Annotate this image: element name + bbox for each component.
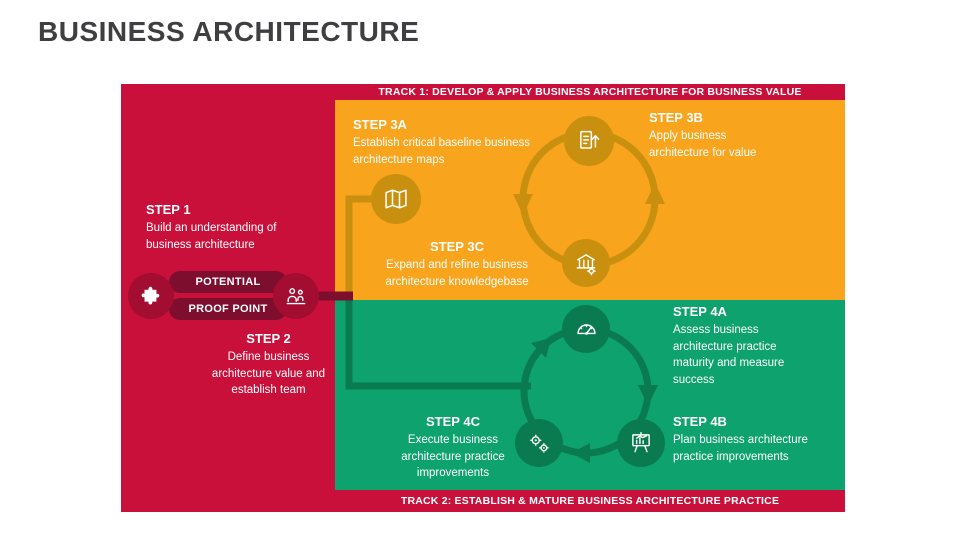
- step4b-label: STEP 4B: [673, 414, 727, 429]
- step3b-label: STEP 3B: [649, 110, 703, 125]
- step3a-block: STEP 3A Establish critical baseline busi…: [353, 117, 531, 168]
- step3c-text: Expand and refine business architecture …: [385, 259, 529, 288]
- step3a-label: STEP 3A: [353, 117, 407, 132]
- step4a-label: STEP 4A: [673, 304, 727, 319]
- building-gear-icon-circle: [562, 239, 610, 287]
- gauge-icon: [576, 323, 596, 335]
- step1-text: Build an understanding of business archi…: [146, 222, 277, 251]
- gears-icon: [530, 434, 549, 453]
- step2-block: STEP 2 Define business architecture valu…: [196, 331, 341, 399]
- step4b-block: STEP 4B Plan business architecture pract…: [673, 414, 808, 465]
- step1-block: STEP 1 Build an understanding of busines…: [146, 202, 286, 253]
- step4a-block: STEP 4A Assess business architecture pra…: [673, 304, 808, 389]
- page-title: BUSINESS ARCHITECTURE: [38, 16, 420, 47]
- track1-banner: TRACK 1: DEVELOP & APPLY BUSINESS ARCHIT…: [378, 86, 802, 98]
- map-icon-circle: [371, 174, 421, 224]
- presentation-chart-icon: [632, 432, 650, 453]
- team-icon-circle: [273, 273, 319, 319]
- puzzle-icon: [141, 286, 160, 305]
- gauge-icon-circle: [562, 305, 610, 353]
- document-up-arrow-icon-circle: [564, 116, 614, 166]
- step1-label: STEP 1: [146, 202, 191, 217]
- potential-badge: POTENTIAL: [169, 271, 287, 293]
- step4b-text: Plan business architecture practice impr…: [673, 434, 808, 463]
- step3c-block: STEP 3C Expand and refine business archi…: [373, 239, 541, 290]
- step3a-text: Establish critical baseline business arc…: [353, 137, 531, 166]
- step4c-label: STEP 4C: [426, 414, 480, 429]
- team-icon: [286, 288, 306, 305]
- step4c-block: STEP 4C Execute business architecture pr…: [383, 414, 523, 482]
- business-architecture-diagram: TRACK 1: DEVELOP & APPLY BUSINESS ARCHIT…: [121, 84, 845, 512]
- step2-label: STEP 2: [246, 331, 291, 346]
- building-gear-icon: [576, 254, 596, 276]
- step4c-text: Execute business architecture practice i…: [401, 434, 505, 480]
- gears-icon-circle: [515, 419, 563, 467]
- step3b-block: STEP 3B Apply business architecture for …: [649, 110, 789, 161]
- step4a-text: Assess business architecture practice ma…: [673, 324, 785, 387]
- track2-banner: TRACK 2: ESTABLISH & MATURE BUSINESS ARC…: [400, 495, 780, 507]
- proof-point-badge: PROOF POINT: [169, 298, 287, 320]
- presentation-chart-icon-circle: [617, 419, 665, 467]
- document-up-arrow-icon: [580, 130, 600, 149]
- puzzle-icon-circle: [128, 273, 174, 319]
- step3b-text: Apply business architecture for value: [649, 130, 757, 159]
- step3c-label: STEP 3C: [430, 239, 484, 254]
- map-icon: [385, 189, 407, 209]
- step2-text: Define business architecture value and e…: [211, 351, 326, 397]
